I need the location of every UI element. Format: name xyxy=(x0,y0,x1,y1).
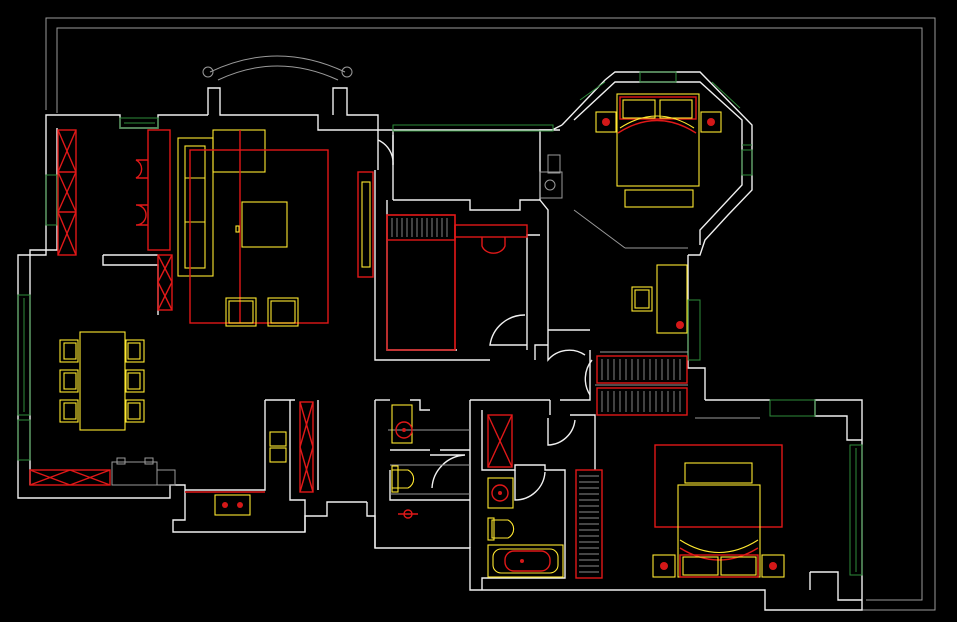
study-desk xyxy=(135,129,173,311)
left-bookshelf xyxy=(57,129,77,256)
bathroom-ensuite xyxy=(487,414,564,578)
property-outline xyxy=(45,17,936,611)
interior-walls xyxy=(102,170,596,590)
sofa-set xyxy=(177,129,374,327)
octagon-bedroom xyxy=(573,93,722,334)
windows xyxy=(17,71,863,576)
doors xyxy=(377,135,760,501)
sink-unit xyxy=(539,154,563,199)
bedroom3-bed xyxy=(652,444,785,578)
bay-window-arch xyxy=(202,55,353,81)
exterior-walls xyxy=(17,71,863,611)
dining-table xyxy=(59,331,145,431)
bathroom-small xyxy=(391,404,418,519)
sideboard-cabinet xyxy=(29,457,176,486)
bedroom3-wardrobe xyxy=(575,469,603,579)
corridor-wardrobes xyxy=(596,355,688,416)
kitchen xyxy=(185,401,314,516)
center-bedroom xyxy=(386,214,528,351)
